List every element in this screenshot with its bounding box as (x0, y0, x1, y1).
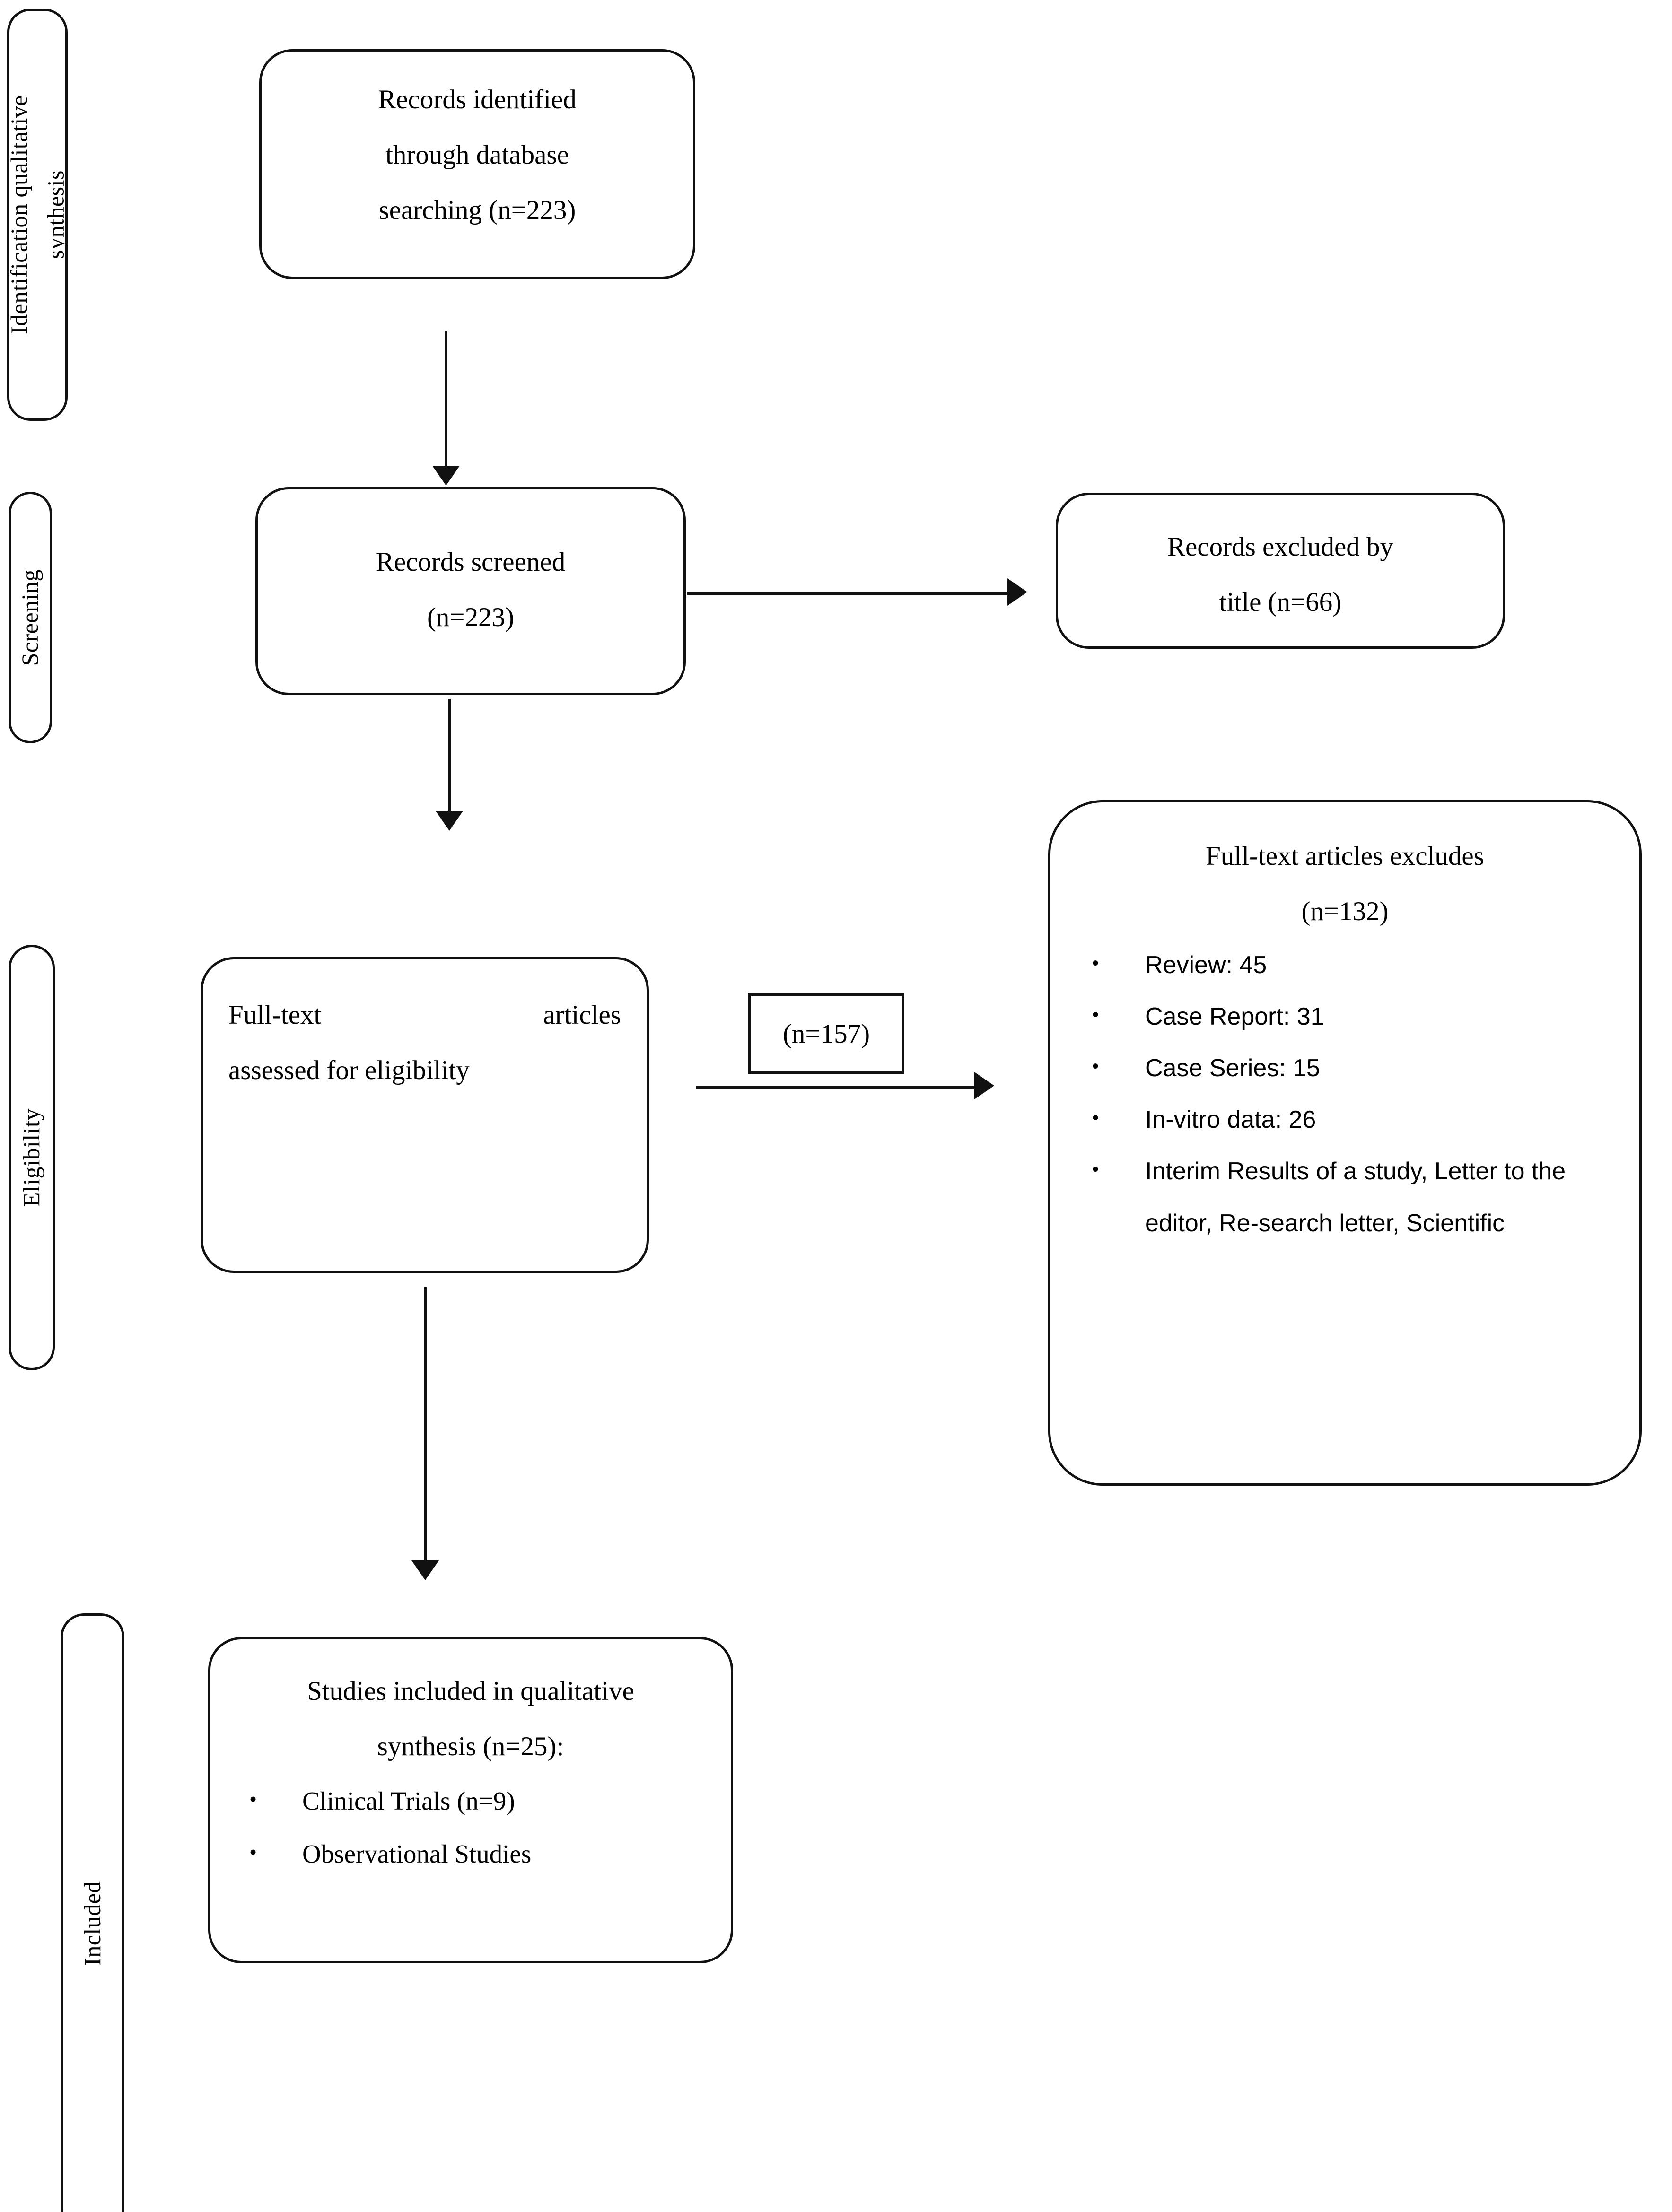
records-excluded-line-2: title (n=66) (1219, 587, 1342, 617)
list-item: Observational Studies (227, 1828, 715, 1881)
studies-included-line-1: Studies included in qualitative (307, 1676, 634, 1706)
connector-assessed-to-fulltext-excluded (696, 1086, 980, 1089)
node-studies-included: Studies included in qualitative synthesi… (208, 1637, 733, 1963)
stage-box-eligibility: Eligibility (9, 945, 55, 1370)
stage-label-eligibility: Eligibility (18, 1108, 45, 1207)
stage-box-included: Included (61, 1613, 124, 2212)
list-item: In-vitro data: 26 (1069, 1094, 1620, 1146)
node-records-excluded-by-title: Records excluded by title (n=66) (1056, 493, 1505, 649)
connector-identified-to-screened (445, 331, 447, 478)
stage-label-screening: Screening (17, 569, 44, 666)
stage-box-identification: Identification qualitative synthesis (7, 9, 68, 421)
fulltext-assessed-line-2: assessed for eligibility (228, 1055, 470, 1085)
studies-included-line-2: synthesis (n=25): (377, 1731, 564, 1761)
included-study-type-list: Clinical Trials (n=9) Observational Stud… (227, 1775, 715, 1881)
node-fulltext-assessed: Full-text articles assessed for eligibil… (201, 957, 649, 1273)
records-excluded-line-1: Records excluded by (1167, 532, 1393, 562)
arrowhead-assessed-to-included (411, 1560, 439, 1580)
arrowhead-identified-to-screened (432, 466, 460, 486)
list-item: Case Report: 31 (1069, 991, 1620, 1043)
connector-assessed-to-included (424, 1287, 427, 1571)
stage-box-screening: Screening (9, 492, 52, 743)
edge-label-n157: (n=157) (748, 993, 904, 1074)
connector-screened-to-eligibility (448, 699, 451, 823)
fulltext-excluded-line-2: (n=132) (1301, 896, 1389, 926)
edge-label-n157-text: (n=157) (782, 1019, 870, 1049)
records-screened-line-1: Records screened (376, 547, 566, 577)
records-identified-line-2: through database (385, 139, 569, 170)
list-item: Interim Results of a study, Letter to th… (1069, 1146, 1620, 1249)
node-records-identified: Records identified through database sear… (259, 49, 695, 279)
connector-screened-to-excluded (687, 592, 1013, 595)
list-item: Clinical Trials (n=9) (227, 1775, 715, 1828)
node-fulltext-excluded: Full-text articles excludes (n=132) Revi… (1048, 800, 1642, 1486)
records-identified-line-1: Records identified (378, 85, 577, 114)
stage-label-included: Included (79, 1881, 105, 1966)
arrowhead-screened-to-eligibility (436, 811, 463, 831)
records-identified-line-3: searching (n=223) (378, 195, 576, 225)
fulltext-excluded-reasons: Review: 45 Case Report: 31 Case Series: … (1069, 940, 1620, 1249)
fulltext-excluded-line-1: Full-text articles excludes (1206, 841, 1484, 871)
exclusion-reason-list: Review: 45 Case Report: 31 Case Series: … (1069, 940, 1620, 1249)
node-records-screened: Records screened (n=223) (255, 487, 686, 695)
arrowhead-screened-to-excluded (1007, 578, 1027, 606)
stage-label-identification: Identification qualitative synthesis (7, 95, 68, 334)
list-item: Case Series: 15 (1069, 1043, 1620, 1094)
arrowhead-assessed-to-fulltext-excluded (974, 1072, 994, 1099)
records-screened-line-2: (n=223) (427, 602, 515, 632)
list-item: Review: 45 (1069, 940, 1620, 991)
fulltext-assessed-line-1: Full-text articles (228, 1000, 621, 1030)
